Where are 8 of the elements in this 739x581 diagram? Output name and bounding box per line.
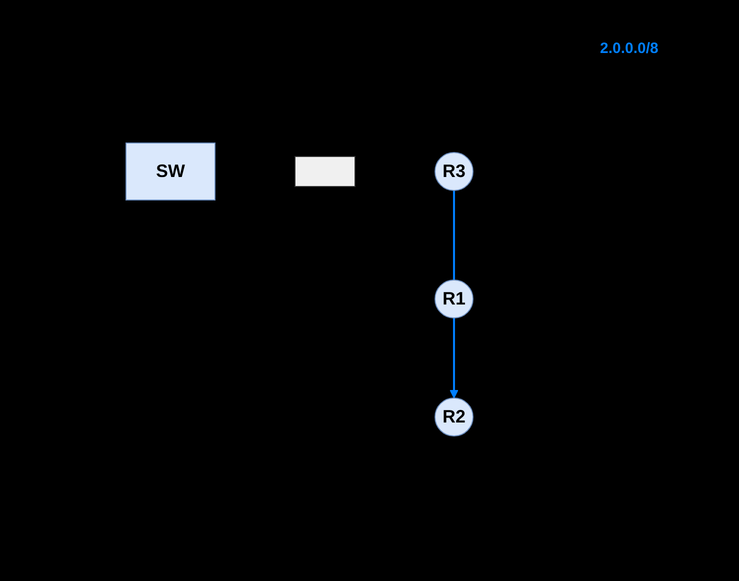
node-circle: R2 [434,398,474,438]
node-box: SW [126,142,216,201]
node-circle: R3 [434,152,474,192]
node-box [294,156,356,188]
network-prefix-label: 2.0.0.0/8 [600,40,658,57]
arrow [450,318,459,399]
node-circle: R1 [434,280,474,319]
connector [454,191,456,280]
